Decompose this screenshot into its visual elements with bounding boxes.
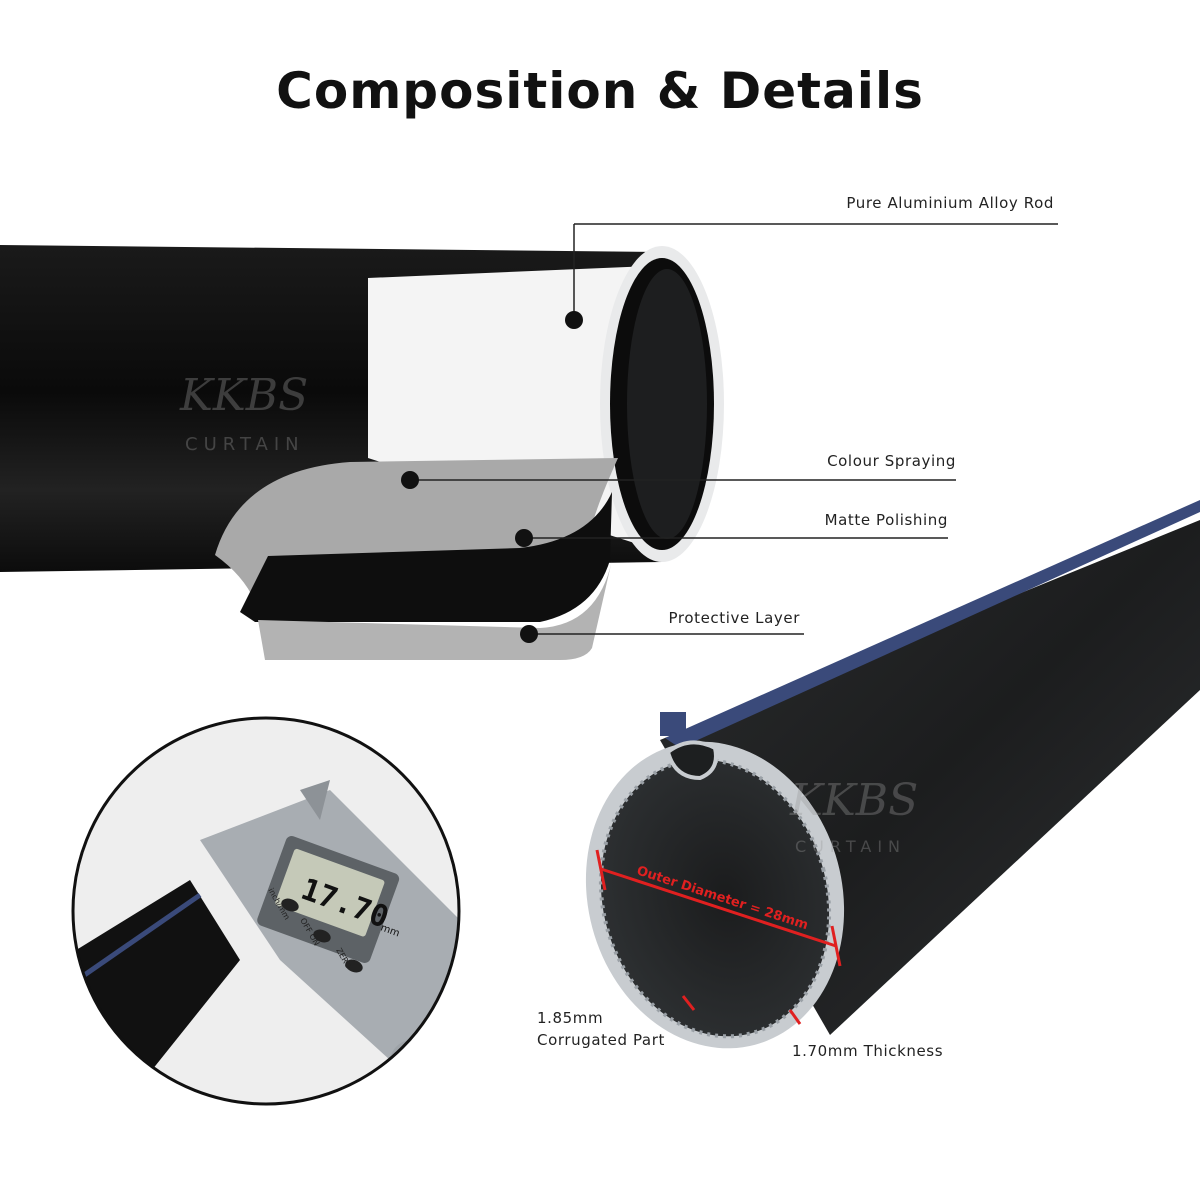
watermark-sub-2: CURTAIN bbox=[795, 837, 906, 856]
caliper-frame-circle bbox=[71, 716, 461, 1106]
caliper-lcd bbox=[275, 848, 385, 937]
watermark-brand: KKBS bbox=[179, 370, 308, 421]
matte-marker-dot bbox=[515, 529, 533, 547]
caliper-button-inch bbox=[281, 898, 299, 912]
label-corrugated: 1.85mm Corrugated Part bbox=[537, 1007, 665, 1051]
page-title: Composition & Details bbox=[276, 62, 924, 120]
leader-lines bbox=[401, 223, 1058, 643]
label-thickness: 1.70mm Thickness bbox=[792, 1042, 944, 1060]
spraying-marker-dot bbox=[401, 471, 419, 489]
thickness-tick bbox=[788, 1009, 802, 1025]
diameter-line bbox=[600, 867, 837, 948]
black-tube-cross-section: Outer Diameter = 28mm bbox=[585, 500, 1200, 1049]
watermark: KKBS CURTAIN KKBS CURTAIN bbox=[179, 370, 918, 856]
label-colour-spraying: Colour Spraying bbox=[827, 452, 956, 470]
rod-marker-dot bbox=[565, 311, 583, 329]
tube-channel bbox=[665, 500, 1200, 748]
protective-marker-dot bbox=[520, 625, 538, 643]
corrugated-tick bbox=[681, 995, 696, 1011]
caliper-button-zero bbox=[345, 959, 363, 973]
corrugated-label: Corrugated Part bbox=[537, 1031, 665, 1049]
watermark-brand-2: KKBS bbox=[789, 775, 918, 826]
label-aluminium-rod: Pure Aluminium Alloy Rod bbox=[846, 194, 1054, 212]
layer-sheets bbox=[215, 458, 618, 660]
tube-channel-insert bbox=[660, 712, 686, 736]
label-matte-polishing: Matte Polishing bbox=[824, 511, 948, 529]
caliper-photo: 17.70 mm inch/mm OFF ON ZERO bbox=[71, 716, 461, 1106]
watermark-sub: CURTAIN bbox=[185, 434, 305, 455]
corrugated-value: 1.85mm bbox=[537, 1009, 604, 1027]
label-protective-layer: Protective Layer bbox=[668, 609, 800, 627]
caliper-button-onoff bbox=[313, 929, 331, 943]
